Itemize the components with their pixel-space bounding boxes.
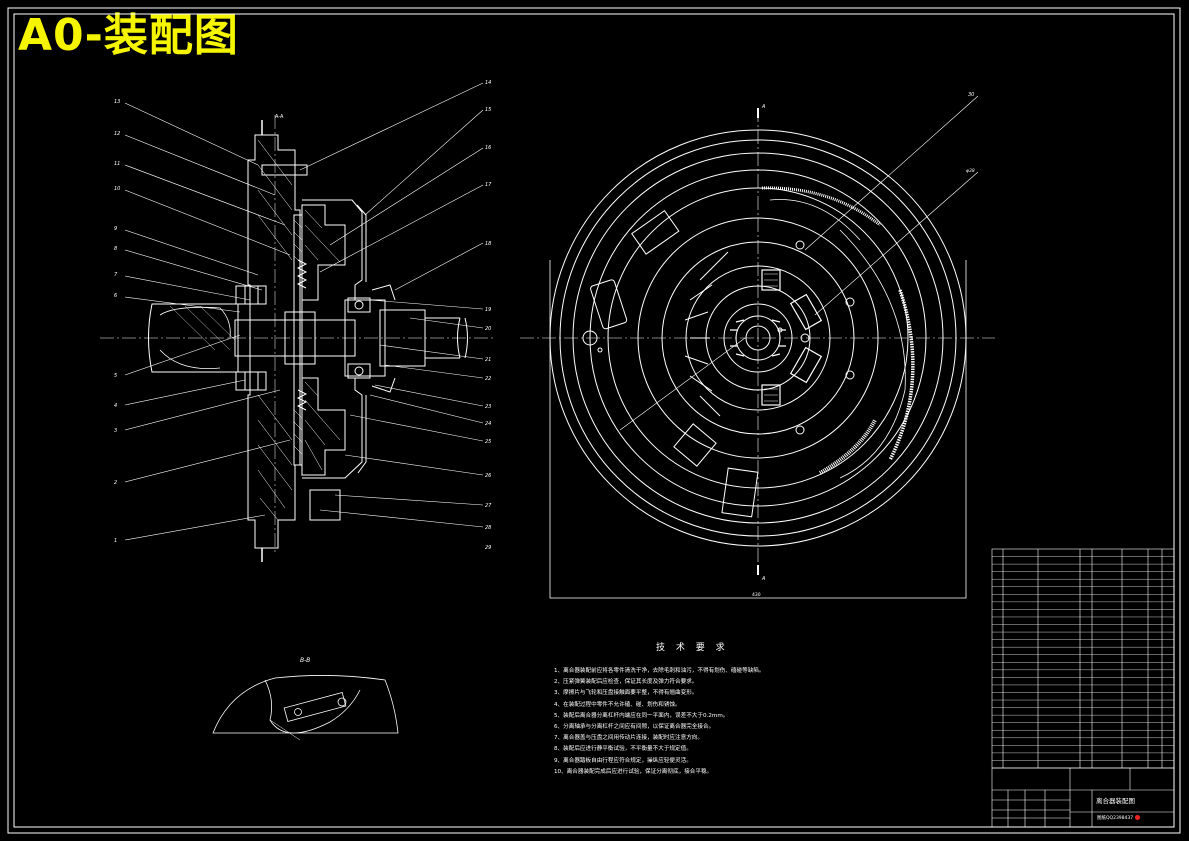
callout-29: 29 <box>485 545 491 551</box>
callout-9: 9 <box>114 226 117 232</box>
callout-7: 7 <box>114 272 118 278</box>
callout-3: 3 <box>114 428 117 434</box>
callout-2: 2 <box>114 480 117 486</box>
sectional-view <box>100 115 495 562</box>
callout-18: 18 <box>485 241 491 247</box>
callout-23: 23 <box>485 404 491 410</box>
section-label-a-a: A-A <box>275 114 284 120</box>
tech-requirement-item: 1、离合器装配前应将各零件清洗干净，去除毛刺和油污，不得有划伤、磕碰等缺陷。 <box>554 668 765 674</box>
leader-lines-left <box>124 102 291 541</box>
cut-marker-bottom: A <box>761 576 766 582</box>
tech-requirement-item: 6、分离轴承与分离杠杆之间应有间隙，以保证离合器完全接合。 <box>554 724 715 731</box>
tech-requirement-item: 3、摩擦片与飞轮和压盘接触面要平整，不得有翘曲变形。 <box>554 690 698 697</box>
callout-5: 5 <box>114 373 117 379</box>
title-block <box>991 767 1175 828</box>
callout-20: 20 <box>485 326 491 332</box>
tech-requirement-item: 4、在装配过程中零件不允许磕、碰、划伤和锈蚀。 <box>554 701 681 708</box>
callout-27: 27 <box>485 503 492 509</box>
parts-list-rows <box>992 556 1174 761</box>
front-view <box>520 108 995 599</box>
callout-6: 6 <box>114 293 117 299</box>
callout-14: 14 <box>485 80 491 86</box>
dimension-overall-width: 430 <box>752 592 761 598</box>
detail-view-b-b <box>212 675 399 741</box>
tech-requirement-item: 5、装配后离合器分离杠杆内端应在同一平面内，误差不大于0.2mm。 <box>554 712 729 719</box>
callout-26: 26 <box>485 473 491 479</box>
leader-lines-front <box>619 95 979 431</box>
tech-requirement-item: 2、压紧弹簧装配后应检查，保证其长度及弹力符合要求。 <box>554 679 698 686</box>
callout-4: 4 <box>114 403 117 409</box>
parts-list-table <box>991 548 1175 769</box>
callout-1: 1 <box>114 538 117 544</box>
callout-10: 10 <box>114 186 120 192</box>
tech-requirement-item: 9、离合器踏板自由行程应符合规定，操纵应轻便灵活。 <box>554 757 692 764</box>
title-block-stamp: 图纸QQ2398437 <box>1097 815 1141 821</box>
callout-13: 13 <box>114 99 120 105</box>
callout-8: 8 <box>114 246 117 252</box>
callout-21: 21 <box>485 357 491 363</box>
callout-16: 16 <box>485 145 491 151</box>
section-label-b-b: B-B <box>300 657 310 664</box>
callout-30: 30 <box>968 92 974 98</box>
callout-22: 22 <box>485 376 491 382</box>
tech-requirements-title: 技 术 要 求 <box>656 643 729 653</box>
stamp-dot-icon <box>1135 815 1141 820</box>
callout-28: 28 <box>485 525 491 531</box>
cut-marker-top: A <box>761 104 766 110</box>
callouts-right: 14 15 16 17 18 19 20 21 22 23 24 25 26 2… <box>485 80 492 551</box>
callouts-left: 13 12 11 10 9 8 7 6 5 4 3 2 1 <box>114 99 120 544</box>
tech-requirement-item: 10、离合器装配完成后应进行试验，保证分离彻底，接合平稳。 <box>554 768 713 775</box>
callout-11: 11 <box>114 161 120 167</box>
callout-25: 25 <box>485 439 491 445</box>
drawing-title: A0-装配图 <box>18 10 239 61</box>
tech-requirement-item: 8、装配后应进行静平衡试验，不平衡量不大于规定值。 <box>554 746 692 753</box>
tech-requirements-list: 1、离合器装配前应将各零件清洗干净，去除毛刺和油污，不得有划伤、磕碰等缺陷。 2… <box>554 666 974 778</box>
outer-border <box>7 7 1181 834</box>
callout-24: 24 <box>485 421 491 427</box>
stamp-text: 图纸QQ2398437 <box>1097 816 1134 821</box>
tech-requirement-item: 7、离合器盖与压盘之间用传动片连接，装配时应注意方向。 <box>554 735 703 742</box>
callout-15: 15 <box>485 107 491 113</box>
title-block-drawing-name: 离合器装配图 <box>1096 797 1135 805</box>
callout-19: 19 <box>485 307 491 313</box>
callout-12: 12 <box>114 131 120 137</box>
callout-diameter: φ38 <box>966 168 975 174</box>
leader-lines-right <box>299 82 484 528</box>
inner-border <box>13 13 1175 828</box>
callout-17: 17 <box>485 182 492 188</box>
